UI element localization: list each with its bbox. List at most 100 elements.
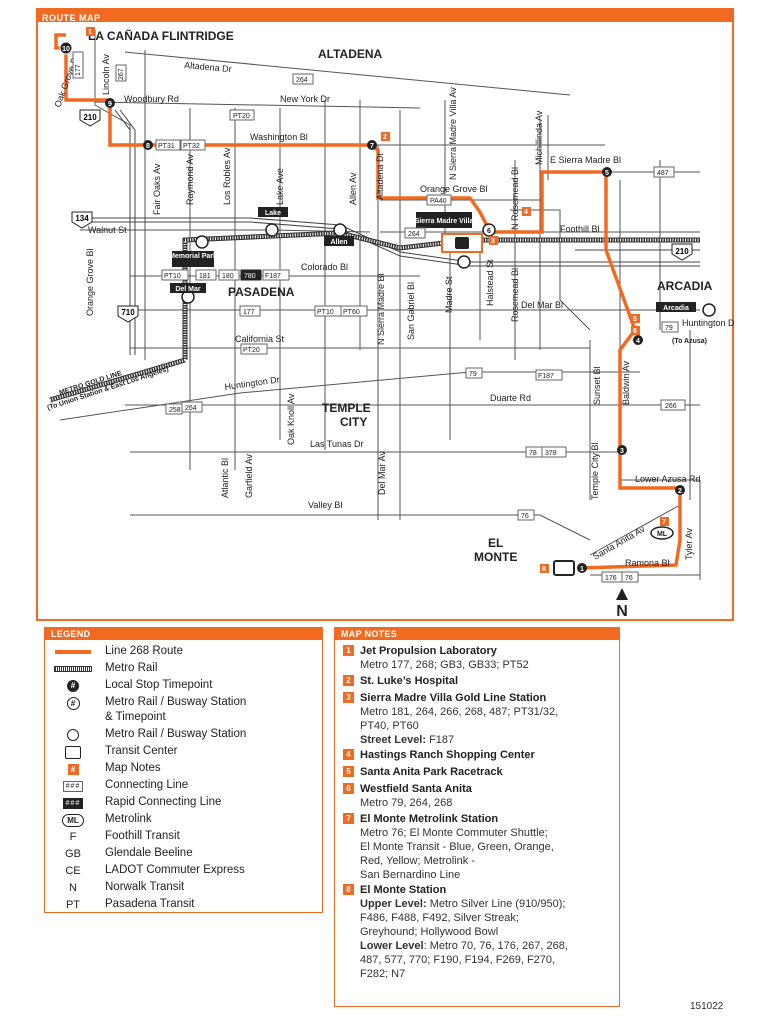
svg-text:Huntington Dr: Huntington Dr: [224, 374, 280, 392]
svg-text:4: 4: [524, 209, 528, 216]
metrolink-icon: ML: [62, 813, 84, 827]
rail-stations[interactable]: [181, 223, 716, 317]
svg-text:Tyler Av: Tyler Av: [684, 528, 694, 560]
street-labels: Altadena Dr Woodbury Rd New York Dr Wash…: [52, 53, 734, 568]
svg-text:7: 7: [370, 143, 374, 150]
station-icon: [67, 729, 79, 741]
svg-text:Rosemead Bl: Rosemead Bl: [510, 268, 520, 322]
map-note-icon: #: [67, 763, 79, 775]
svg-text:Los Robles Av: Los Robles Av: [222, 147, 232, 205]
transit-center-sierra-madre-villa[interactable]: [441, 233, 483, 253]
svg-text:Las Tunas Dr: Las Tunas Dr: [310, 439, 364, 449]
svg-text:134: 134: [75, 214, 89, 223]
svg-text:Lake: Lake: [265, 210, 281, 217]
station-arcadia: [702, 303, 716, 317]
svg-text:8: 8: [146, 143, 150, 150]
svg-text:780: 780: [244, 273, 256, 280]
svg-text:76: 76: [521, 513, 529, 520]
map-annotations: METRO GOLD LINE (To Union Station & East…: [46, 338, 707, 412]
svg-text:3: 3: [491, 238, 495, 245]
route-map-header: ROUTE MAP: [36, 8, 734, 23]
svg-text:N Sierra Madre Villa Av: N Sierra Madre Villa Av: [448, 87, 458, 180]
svg-text:Madre St: Madre St: [444, 276, 454, 313]
svg-text:Del Mar Av: Del Mar Av: [377, 451, 387, 495]
map-note-markers[interactable]: 1 2 3 4 5 6 7 8: [86, 27, 669, 573]
timepoint-1: 1: [577, 563, 587, 573]
connecting-line-boxes: 177 267 264 PT20 PT31 PT32 487 PA40 264 …: [72, 51, 686, 583]
svg-text:Lincoln Av: Lincoln Av: [101, 54, 111, 95]
svg-text:Washington Bl: Washington Bl: [250, 132, 308, 142]
svg-text:264: 264: [408, 231, 420, 238]
svg-text:Arcadia: Arcadia: [663, 305, 689, 312]
transit-center-el-monte[interactable]: [553, 560, 575, 576]
route-map-frame: [36, 8, 734, 621]
timepoint-9: 9: [105, 98, 115, 108]
svg-text:PT10: PT10: [317, 309, 334, 316]
legend-panel: LEGEND Line 268 Route Metro Rail # Local…: [44, 627, 323, 913]
svg-text:710: 710: [121, 308, 135, 317]
svg-text:Raymond Av: Raymond Av: [185, 154, 195, 205]
svg-text:177: 177: [75, 64, 82, 76]
timepoint-icon: #: [67, 680, 79, 692]
legend-title: LEGEND: [45, 628, 322, 640]
svg-text:San Gabriel Bl: San Gabriel Bl: [406, 282, 416, 340]
svg-text:ALTADENA: ALTADENA: [318, 47, 383, 61]
svg-text:180: 180: [222, 273, 234, 280]
map-notes-title: MAP NOTES: [335, 628, 619, 640]
svg-text:Memorial Park: Memorial Park: [169, 253, 217, 260]
svg-text:2: 2: [383, 134, 387, 141]
svg-text:79: 79: [469, 371, 477, 378]
svg-text:Duarte Rd: Duarte Rd: [490, 393, 531, 403]
route-line-icon: [55, 650, 91, 654]
timepoint-8: 8: [143, 140, 153, 150]
svg-text:378: 378: [545, 450, 557, 457]
timepoint-4: 4: [633, 335, 643, 345]
svg-text:176: 176: [605, 575, 617, 582]
svg-text:ML: ML: [657, 531, 668, 538]
svg-text:PT10: PT10: [164, 273, 181, 280]
timepoint-3: 3: [617, 445, 627, 455]
svg-text:4: 4: [636, 338, 640, 345]
svg-text:177: 177: [243, 309, 255, 316]
svg-text:PT20: PT20: [243, 347, 260, 354]
station-labels: Lake Memorial Park Allen Del Mar Sierra …: [169, 207, 696, 312]
svg-text:Fair Oaks Av: Fair Oaks Av: [152, 163, 162, 215]
svg-text:Halstead St: Halstead St: [485, 259, 495, 306]
freeway-shields: 210 134 710 210: [71, 109, 693, 323]
connecting-line-icon: ###: [62, 780, 84, 792]
timepoint-2: 2: [675, 485, 685, 495]
timepoints[interactable]: 10 9 8 7 6 5 4 3 2 1: [59, 41, 685, 573]
svg-text:1: 1: [88, 29, 92, 36]
svg-text:Santa Anita Av: Santa Anita Av: [591, 524, 647, 562]
timepoint-5: 5: [602, 167, 612, 177]
svg-text:181: 181: [199, 273, 211, 280]
station-sierra-madre-villa: [457, 255, 471, 269]
svg-text:Foothill Bl: Foothill Bl: [560, 224, 600, 234]
line-268-route: [54, 33, 682, 570]
svg-text:Temple City Bl: Temple City Bl: [590, 442, 600, 500]
svg-text:6: 6: [487, 228, 491, 235]
svg-text:California St: California St: [235, 334, 285, 344]
area-city: CITY: [340, 415, 367, 429]
svg-text:7: 7: [662, 519, 666, 526]
svg-text:258: 258: [169, 407, 181, 414]
svg-text:Atlantic Bl: Atlantic Bl: [220, 458, 230, 498]
svg-text:264: 264: [296, 77, 308, 84]
svg-text:Huntington Dr: Huntington Dr: [682, 318, 734, 328]
svg-text:266: 266: [665, 403, 677, 410]
svg-text:Oak Knoll Av: Oak Knoll Av: [286, 393, 296, 445]
svg-text:PT32: PT32: [183, 143, 200, 150]
svg-text:Ramona Bl: Ramona Bl: [625, 558, 670, 568]
svg-text:Valley Bl: Valley Bl: [308, 500, 342, 510]
station-timepoint-icon: #: [66, 696, 80, 710]
svg-text:76: 76: [625, 575, 633, 582]
route-map[interactable]: 10 9 8 7 6 5 4 3 2 1 Lake Memorial Park …: [36, 22, 734, 619]
timepoint-7: 7: [367, 140, 377, 150]
svg-text:Del Mar: Del Mar: [175, 286, 201, 293]
